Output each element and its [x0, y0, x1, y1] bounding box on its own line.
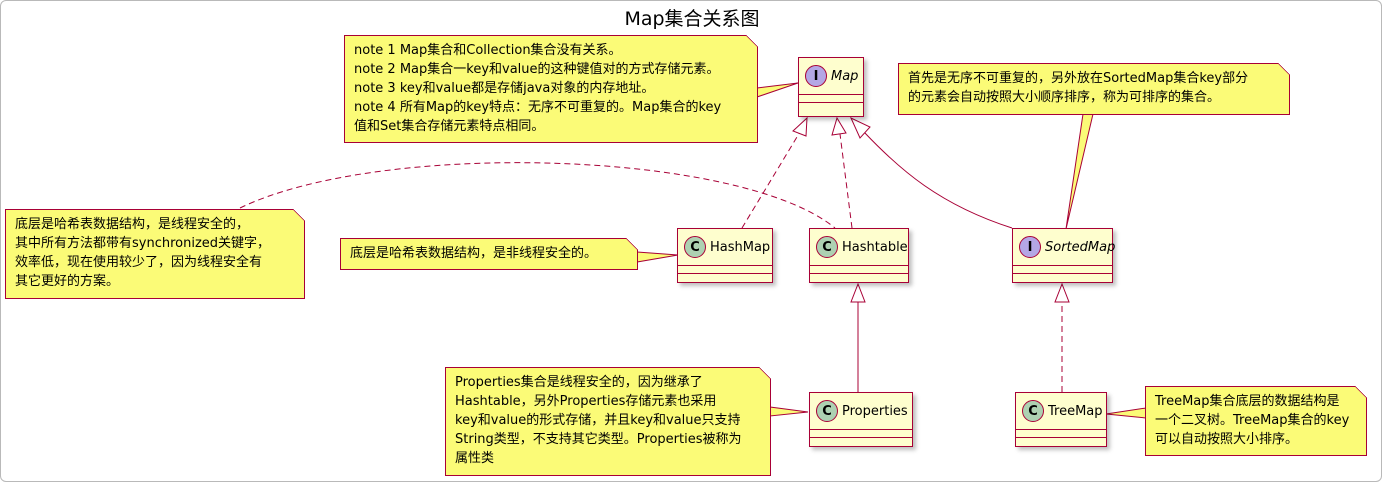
diagram-title: Map集合关系图	[624, 8, 760, 30]
hashmap-class[interactable]: C HashMap	[677, 228, 773, 283]
map-interface-name: Map	[831, 68, 859, 84]
properties-generalization-arrowhead	[850, 282, 866, 303]
sortedmap-interface-name: SortedMap	[1045, 239, 1116, 255]
treemap-methods-compartment	[1016, 437, 1106, 445]
sortedmap-generalization-edge	[863, 131, 1013, 229]
map-interface[interactable]: I Map	[798, 57, 864, 117]
treemap-class[interactable]: C TreeMap	[1015, 392, 1107, 447]
hashtable-class[interactable]: C Hashtable	[809, 228, 909, 283]
properties-note-connector	[769, 406, 809, 417]
map-methods-compartment	[799, 102, 863, 110]
interface-badge-icon: I	[805, 65, 827, 87]
properties-methods-compartment	[810, 437, 912, 445]
hashmap-realization-edge	[741, 131, 801, 229]
class-badge-icon: C	[816, 236, 838, 258]
treemap-fields-compartment	[1016, 429, 1106, 437]
properties-note: Properties集合是线程安全的，因为继承了 Hashtable，另外Pro…	[445, 367, 771, 476]
hashtable-realization-edge	[839, 133, 853, 229]
sortedmap-note-connector	[1065, 113, 1094, 230]
interface-badge-icon: I	[1019, 236, 1041, 258]
hashtable-class-name: Hashtable	[842, 239, 908, 255]
map-fields-compartment	[799, 94, 863, 102]
properties-class[interactable]: C Properties	[809, 392, 913, 447]
hashmap-note-connector	[636, 251, 679, 263]
hashmap-note: 底层是哈希表数据结构，是非线程安全的。	[340, 238, 638, 270]
map-note-connector	[756, 82, 799, 98]
treemap-note-connector	[1105, 407, 1147, 419]
hashtable-realization-arrowhead	[831, 116, 847, 136]
sortedmap-methods-compartment	[1013, 273, 1112, 281]
map-note: note 1 Map集合和Collection集合没有关系。 note 2 Ma…	[344, 35, 758, 143]
hashtable-note-connector	[239, 162, 836, 229]
hashmap-methods-compartment	[678, 273, 772, 281]
hashmap-class-name: HashMap	[710, 239, 771, 255]
class-badge-icon: C	[684, 236, 706, 258]
treemap-note: TreeMap集合底层的数据结构是 一个二叉树。TreeMap集合的key 可以…	[1145, 386, 1367, 456]
sortedmap-generalization-arrowhead	[849, 116, 871, 139]
hashtable-note: 底层是哈希表数据结构，是线程安全的， 其中所有方法都带有synchronized…	[5, 209, 305, 299]
sortedmap-fields-compartment	[1013, 265, 1112, 273]
sortedmap-interface[interactable]: I SortedMap	[1012, 228, 1116, 283]
properties-fields-compartment	[810, 429, 912, 437]
hashmap-realization-arrowhead	[792, 116, 808, 137]
hashtable-methods-compartment	[810, 273, 908, 281]
sortedmap-note: 首先是无序不可重复的，另外放在SortedMap集合key部分 的元素会自动按照…	[898, 63, 1290, 115]
hashtable-fields-compartment	[810, 265, 908, 273]
properties-class-name: Properties	[842, 403, 908, 419]
class-badge-icon: C	[1022, 400, 1044, 422]
hashmap-fields-compartment	[678, 265, 772, 273]
class-badge-icon: C	[816, 400, 838, 422]
treemap-realization-arrowhead	[1054, 282, 1070, 303]
treemap-class-name: TreeMap	[1048, 403, 1103, 419]
